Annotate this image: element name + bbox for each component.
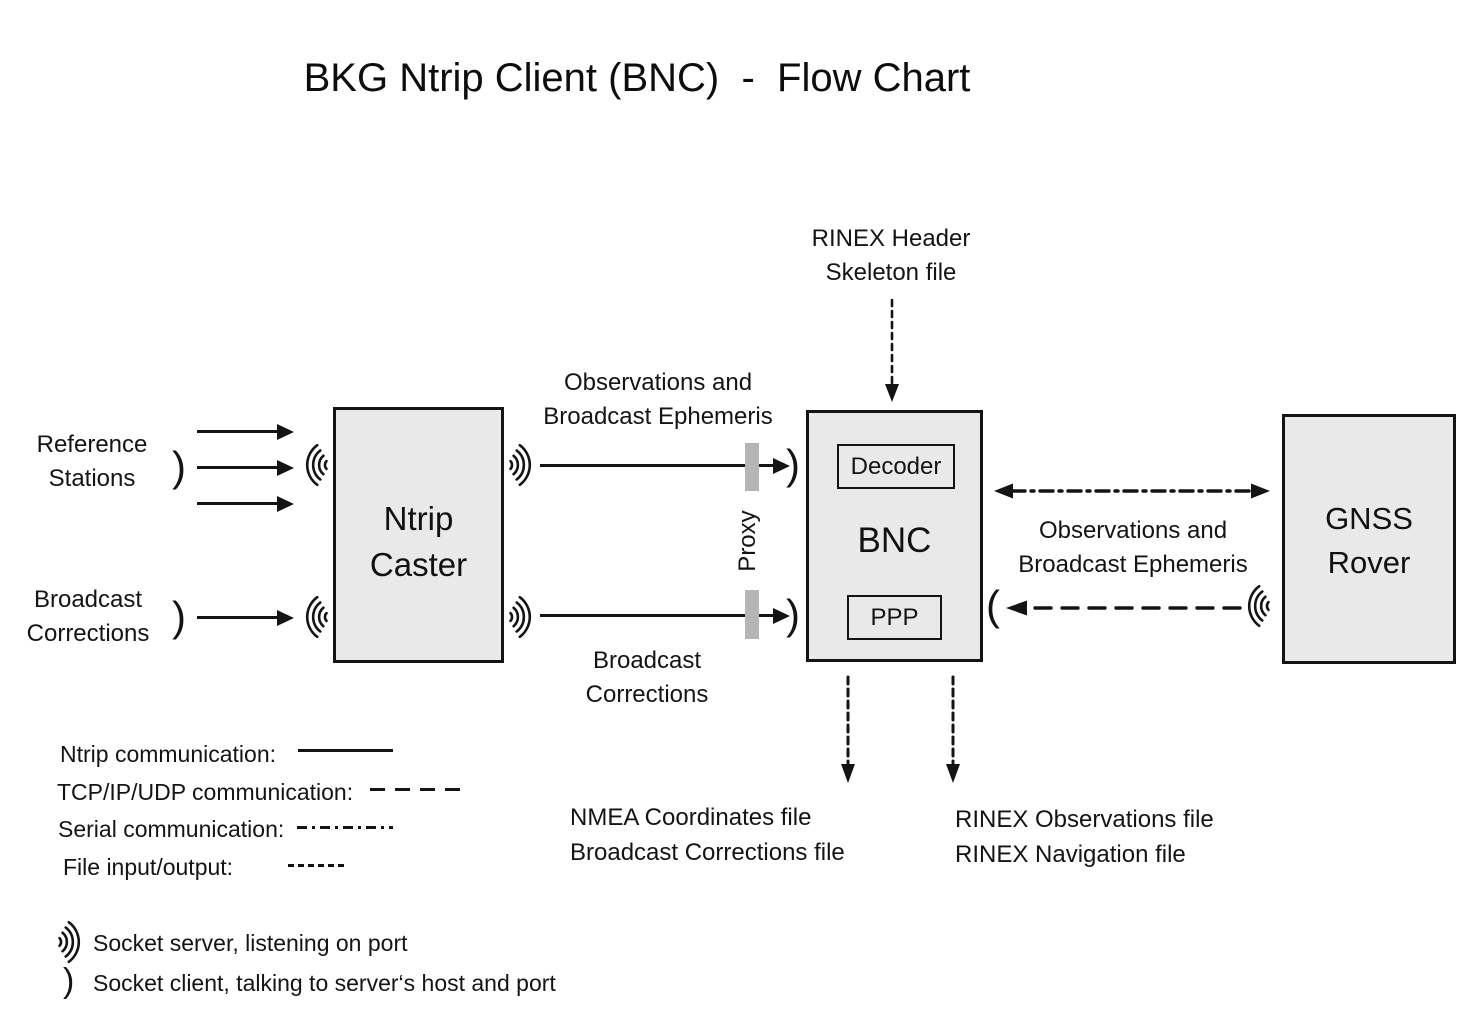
reference-arrow-3 xyxy=(197,502,277,505)
proxy-bar xyxy=(745,590,759,639)
reference-stations-label: Reference Stations xyxy=(36,431,148,492)
legend-socket-server: Socket server, listening on port xyxy=(93,930,408,956)
socket-server-icon xyxy=(58,920,81,964)
broadcast-corrections-mid-label: Broadcast Corrections xyxy=(585,647,709,708)
proxy-bar xyxy=(745,443,759,491)
bnc-node: Decoder BNC PPP xyxy=(806,410,983,662)
observations-ephemeris-right-label: Observations and Broadcast Ephemeris xyxy=(1018,517,1248,578)
reference-arrow-1 xyxy=(197,430,277,433)
broadcast-corrections-left-label: Broadcast Corrections xyxy=(26,586,150,647)
file-output-arrow xyxy=(946,675,960,783)
socket-client-icon: ) xyxy=(63,962,75,1000)
reference-arrow-2 xyxy=(197,466,277,469)
bnc-label: BNC xyxy=(857,521,932,560)
legend-long-dash-line xyxy=(370,788,467,791)
caster-to-bnc-corrections-arrow xyxy=(540,614,773,617)
nmea-output-files-label: NMEA Coordinates file Broadcast Correcti… xyxy=(570,804,845,866)
legend-tcp-udp-communication: TCP/IP/UDP communication: xyxy=(57,779,354,805)
gnss-rover-label: GNSS Rover xyxy=(1325,501,1413,580)
legend-serial-communication: Serial communication: xyxy=(58,816,285,842)
socket-client-icon: ( xyxy=(986,582,1000,629)
file-input-arrow xyxy=(885,298,899,402)
gnss-rover-node: GNSS Rover xyxy=(1282,414,1456,664)
rinex-header-skeleton-label: RINEX Header Skeleton file xyxy=(811,225,971,286)
socket-server-icon xyxy=(1247,584,1270,628)
legend-solid-line xyxy=(298,749,393,752)
socket-client-icon: ) xyxy=(786,441,800,488)
socket-client-icon: ) xyxy=(786,591,800,638)
socket-server-icon xyxy=(305,595,328,639)
legend-socket-client: Socket client, talking to server‘s host … xyxy=(93,970,556,996)
legend-file-input-output: File input/output: xyxy=(63,854,234,880)
socket-server-icon xyxy=(509,443,532,487)
ntrip-caster-node: Ntrip Caster xyxy=(333,407,504,663)
socket-client-icon: ) xyxy=(172,593,186,640)
legend-ntrip-communication: Ntrip communication: xyxy=(60,741,277,767)
socket-server-icon xyxy=(305,443,328,487)
serial-communication-arrow xyxy=(994,483,1270,499)
decoder-box: Decoder xyxy=(837,444,955,489)
ntrip-caster-label: Ntrip Caster xyxy=(369,500,468,583)
legend-dash-dot-line xyxy=(297,826,393,829)
socket-server-icon xyxy=(509,595,532,639)
caster-to-bnc-obs-arrow xyxy=(540,464,773,467)
file-output-arrow xyxy=(841,675,855,783)
broadcast-corrections-arrow xyxy=(197,616,277,619)
socket-client-icon: ) xyxy=(172,443,186,490)
tcp-udp-communication-arrow xyxy=(1006,600,1242,616)
rinex-output-files-label: RINEX Observations file RINEX Navigation… xyxy=(955,806,1214,868)
page-title: BKG Ntrip Client (BNC) - Flow Chart xyxy=(303,56,971,100)
observations-ephemeris-mid-label: Observations and Broadcast Ephemeris xyxy=(543,369,773,430)
ppp-box: PPP xyxy=(847,595,942,640)
proxy-label: Proxy xyxy=(734,510,761,572)
legend-short-dash-line xyxy=(288,864,348,867)
